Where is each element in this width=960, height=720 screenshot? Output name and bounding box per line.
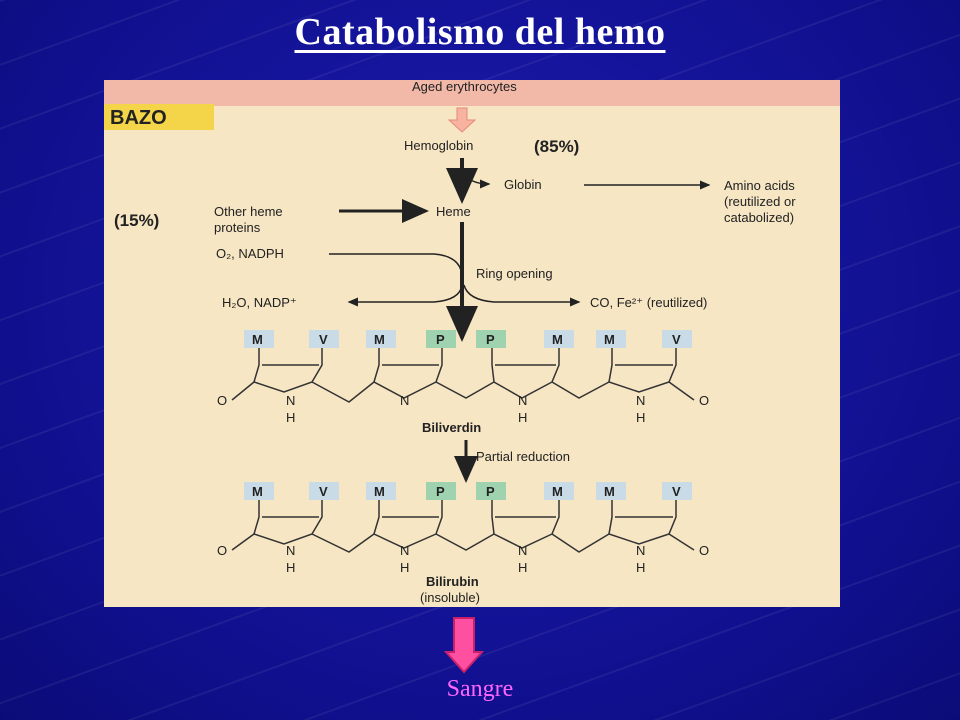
sangre-label: Sangre bbox=[446, 676, 514, 702]
ring-opening-label: Ring opening bbox=[476, 266, 553, 281]
co-fe-label: CO, Fe²⁺ (reutilized) bbox=[590, 295, 707, 310]
bilirubin-nitrogen-b: N bbox=[400, 543, 409, 558]
bilirubin-oxygen-left: O bbox=[217, 543, 227, 558]
bilirubin-sub-box-8 bbox=[662, 482, 692, 500]
bilirubin-sub-8: V bbox=[672, 484, 681, 499]
biliverdin-sub-8: V bbox=[672, 332, 681, 347]
biliverdin-nitrogen-d: N bbox=[636, 393, 645, 408]
biliverdin-sub-box-8 bbox=[662, 330, 692, 348]
biliverdin-sub-6: M bbox=[552, 332, 563, 347]
o2-nadph-label: O₂, NADPH bbox=[216, 246, 284, 261]
erythrocyte-band bbox=[104, 80, 840, 106]
biliverdin-sub-box-5 bbox=[476, 330, 506, 348]
bilirubin-hydrogen-d: H bbox=[636, 560, 645, 575]
biliverdin-nitrogen-c: N bbox=[518, 393, 527, 408]
co-fe-arrow bbox=[463, 284, 581, 307]
biliverdin-sub-4: P bbox=[436, 332, 445, 347]
biliverdin-sub-box-7 bbox=[596, 330, 626, 348]
bilirubin-sub-box-7 bbox=[596, 482, 626, 500]
bilirubin-sub-box-5 bbox=[476, 482, 506, 500]
bilirubin-sub-6: M bbox=[552, 484, 563, 499]
biliverdin-sub-box-6 bbox=[544, 330, 574, 348]
biliverdin-substituents: M V M P P M M V bbox=[244, 330, 692, 348]
biliverdin-oxygen-left: O bbox=[217, 393, 227, 408]
bilirubin-nitrogen-a: N bbox=[286, 543, 295, 558]
bilirubin-sub-5: P bbox=[486, 484, 495, 499]
biliverdin-sub-7: M bbox=[604, 332, 615, 347]
bilirubin-sub-box-4 bbox=[426, 482, 456, 500]
biliverdin-nitrogen-b: N bbox=[400, 393, 409, 408]
h2o-nadp-arrow bbox=[347, 284, 463, 307]
down-arrow-icon bbox=[444, 617, 484, 674]
biliverdin-hydrogen-c: H bbox=[518, 410, 527, 425]
biliverdin-rings bbox=[231, 348, 695, 403]
hemoglobin-percent: (85%) bbox=[534, 137, 579, 156]
bilirubin-sub-box-6 bbox=[544, 482, 574, 500]
other-heme-percent: (15%) bbox=[114, 211, 159, 230]
h2o-nadp-label: H₂O, NADP⁺ bbox=[222, 295, 297, 310]
biliverdin-hydrogen-a: H bbox=[286, 410, 295, 425]
bilirubin-nitrogen-d: N bbox=[636, 543, 645, 558]
slide-title: Catabolismo del hemo bbox=[294, 11, 666, 53]
amino-acids-line2: (reutilized or bbox=[724, 194, 796, 209]
biliverdin-hydrogen-d: H bbox=[636, 410, 645, 425]
biliverdin-sub-2: V bbox=[319, 332, 328, 347]
biliverdin-structure: M V M P P M M V bbox=[217, 330, 709, 425]
bilirubin-hydrogen-b: H bbox=[400, 560, 409, 575]
bazo-box bbox=[104, 104, 214, 130]
bazo-label: BAZO bbox=[110, 107, 167, 129]
bilirubin-hydrogen-c: H bbox=[518, 560, 527, 575]
bilirubin-nitrogen-c: N bbox=[518, 543, 527, 558]
bilirubin-sub-2: V bbox=[319, 484, 328, 499]
erythrocyte-arrow bbox=[447, 107, 477, 133]
biliverdin-sub-5: P bbox=[486, 332, 495, 347]
bilirubin-sub-box-3 bbox=[366, 482, 396, 500]
bilirubin-label: Bilirubin bbox=[426, 574, 479, 589]
biliverdin-sub-box-3 bbox=[366, 330, 396, 348]
bilirubin-structure: M V M P P M M V bbox=[217, 482, 709, 575]
bilirubin-sub-4: P bbox=[436, 484, 445, 499]
bilirubin-substituents: M V M P P M M V bbox=[244, 482, 692, 500]
hemoglobin-label: Hemoglobin bbox=[404, 138, 473, 153]
pathway-diagram: Aged erythrocytes BAZO Hemoglobin (85%) … bbox=[104, 80, 840, 605]
biliverdin-nitrogen-a: N bbox=[286, 393, 295, 408]
amino-acids-line1: Amino acids bbox=[724, 178, 795, 193]
bilirubin-sub-box-1 bbox=[244, 482, 274, 500]
bilirubin-sub-3: M bbox=[374, 484, 385, 499]
globin-branch-arrow bbox=[463, 171, 491, 189]
partial-reduction-label: Partial reduction bbox=[476, 449, 570, 464]
aged-erythrocytes-label: Aged erythrocytes bbox=[412, 80, 517, 94]
heme-catabolism-figure: Aged erythrocytes BAZO Hemoglobin (85%) … bbox=[104, 80, 840, 607]
bilirubin-rings bbox=[231, 500, 695, 553]
o2-nadph-curve bbox=[329, 253, 463, 276]
amino-acids-line3: catabolized) bbox=[724, 210, 794, 225]
other-heme-line1: Other heme bbox=[214, 204, 283, 219]
bilirubin-sub-box-2 bbox=[309, 482, 339, 500]
biliverdin-label: Biliverdin bbox=[422, 420, 481, 435]
globin-label: Globin bbox=[504, 177, 542, 192]
bilirubin-insoluble-label: (insoluble) bbox=[420, 590, 480, 605]
bilirubin-sub-1: M bbox=[252, 484, 263, 499]
bilirubin-hydrogen-a: H bbox=[286, 560, 295, 575]
biliverdin-sub-box-1 bbox=[244, 330, 274, 348]
heme-label: Heme bbox=[436, 204, 471, 219]
biliverdin-sub-3: M bbox=[374, 332, 385, 347]
biliverdin-sub-box-2 bbox=[309, 330, 339, 348]
bilirubin-oxygen-right: O bbox=[699, 543, 709, 558]
biliverdin-sub-box-4 bbox=[426, 330, 456, 348]
biliverdin-sub-1: M bbox=[252, 332, 263, 347]
bilirubin-sub-7: M bbox=[604, 484, 615, 499]
other-heme-line2: proteins bbox=[214, 220, 261, 235]
biliverdin-oxygen-right: O bbox=[699, 393, 709, 408]
